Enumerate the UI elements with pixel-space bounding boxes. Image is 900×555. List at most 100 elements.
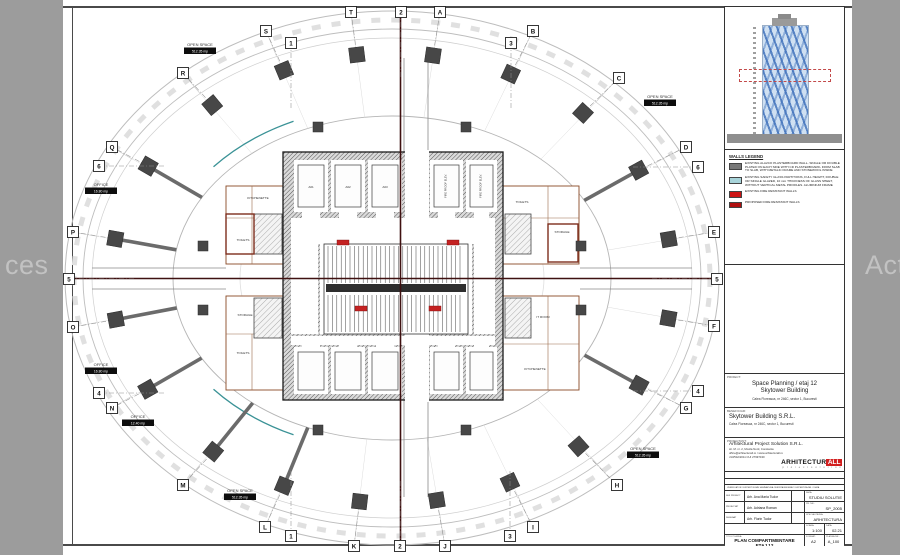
grid-bubble: S — [260, 25, 272, 37]
grid-bubble: 2 — [394, 540, 406, 552]
grid-bubble: H — [611, 479, 623, 491]
svg-text:4: 4 — [97, 390, 101, 397]
role-cell: SEF PROIECT — [725, 491, 745, 502]
svg-text:M: M — [180, 482, 185, 489]
legend-item-text: EXISTING SAFETY GLASS PARTITIONS, FULL H… — [745, 175, 839, 187]
room-label: KITCHENETTE — [524, 367, 546, 371]
svg-text:3: 3 — [508, 533, 512, 540]
grid-bubble: G — [680, 402, 692, 414]
svg-text:R: R — [181, 70, 186, 77]
svg-text:A01: A01 — [308, 185, 314, 189]
name-cell: Arh. Ana Maria Tudor — [745, 491, 792, 502]
svg-text:K: K — [352, 543, 357, 550]
legend-swatch — [729, 177, 742, 184]
legend-item-text: PROPOSED FIRE RESISTANT WALLS — [745, 199, 800, 204]
floor-12-section-marker — [739, 69, 831, 82]
revision-row — [725, 479, 844, 485]
svg-text:OPEN SPACE: OPEN SPACE — [227, 488, 253, 493]
signature-cell — [792, 491, 805, 502]
sheet-title-line2: ETAJ 12 — [755, 543, 774, 546]
sheet-top-border — [63, 6, 852, 8]
signature-cell — [792, 513, 805, 524]
svg-text:N: N — [110, 405, 115, 412]
room-label: KITCHENETTE — [247, 196, 269, 200]
svg-text:512.35 mp: 512.35 mp — [192, 50, 208, 54]
svg-text:16.80 mp: 16.80 mp — [94, 190, 108, 194]
phase-cell: FAZA:STUDIU SOLUTIE — [805, 491, 844, 502]
svg-text:F: F — [712, 323, 716, 330]
svg-text:P: P — [71, 229, 75, 236]
project-label: PROIECT: — [727, 375, 741, 379]
svg-text:A: A — [438, 9, 443, 16]
svg-text:OFFICE: OFFICE — [94, 362, 109, 367]
svg-text:5: 5 — [715, 276, 719, 283]
grid-bubble: 6 — [93, 160, 105, 172]
client-address: Calea Floreasca, nr 246C, sector 1, Bucu… — [729, 422, 794, 426]
grid-bubble: 6 — [692, 161, 704, 173]
legend-item: EXISTING FIRE RESISTANT WALLS — [729, 189, 840, 198]
grid-bubble: 2 — [395, 6, 407, 18]
grid-bubble: F — [708, 320, 720, 332]
room-label: TOILETS — [237, 238, 250, 242]
svg-text:512.35 mp: 512.35 mp — [652, 102, 668, 106]
grid-bubble: Q — [106, 141, 118, 153]
svg-text:512.35 mp: 512.35 mp — [635, 454, 651, 458]
scale-cell: SCARA:1:100 — [805, 524, 825, 535]
client-name: Skytower Building S.R.L. — [729, 414, 796, 420]
office-label: OFFICE 16.80 mp — [85, 182, 117, 194]
architect-line2: office@arhitecturall.ro / www.arhitectur… — [729, 451, 783, 455]
legend-item: EXISTING SAFETY GLASS PARTITIONS, FULL H… — [729, 175, 840, 187]
grid-bubble: 1 — [285, 37, 297, 49]
grid-bubble: D — [680, 141, 692, 153]
grid-bubble: 5 — [63, 273, 75, 285]
empty-row-cell — [725, 524, 805, 535]
table-header-band: VERIFICATOR / EXPERT NUME SEMNATURA CERI… — [725, 485, 844, 491]
svg-text:6: 6 — [696, 164, 700, 171]
signature-cell — [792, 502, 805, 513]
legend-swatch — [729, 201, 742, 209]
grid-bubble: 4 — [93, 387, 105, 399]
workspace-label-left[interactable]: ces — [5, 250, 49, 280]
legend-item-text: EXISTING ALA2CO PLASTERBOARD WALL- SINGL… — [745, 161, 840, 173]
svg-text:A03: A03 — [382, 185, 388, 189]
grid-bubble: 4 — [692, 385, 704, 397]
grid-bubble: K — [348, 540, 360, 552]
project-address: Calea Floreasca, nr 246C, sector 1, Bucu… — [752, 397, 817, 401]
specialty-cell: SPECIALITATEA:ARHITECTURA — [805, 513, 844, 524]
svg-text:6: 6 — [97, 163, 101, 170]
svg-text:4: 4 — [696, 388, 700, 395]
svg-text:H: H — [615, 482, 620, 489]
project-title-line1: Space Planning / etaj 12 — [751, 381, 818, 387]
legend-item: EXISTING ALA2CO PLASTERBOARD WALL- SINGL… — [729, 161, 840, 173]
role-cell: PROIECTAT — [725, 502, 745, 513]
svg-text:5: 5 — [67, 276, 71, 283]
svg-text:C: C — [617, 75, 622, 82]
logo-text-black: ARHITECTUR — [781, 459, 827, 466]
legend-item: PROPOSED FIRE RESISTANT WALLS — [729, 199, 840, 209]
grid-bubble: 3 — [504, 530, 516, 542]
walls-legend: WALLS LEGEND EXISTING ALA2CO PLASTERBOAR… — [725, 149, 844, 264]
svg-text:OFFICE: OFFICE — [94, 182, 109, 187]
grid-bubble: 1 — [285, 530, 297, 542]
svg-text:D: D — [684, 144, 689, 151]
title-block-panel: WALLS LEGEND EXISTING ALA2CO PLASTERBOAR… — [724, 6, 845, 546]
room-label: TOILETS — [516, 200, 529, 204]
legend-swatch — [729, 191, 742, 198]
building-elevation-image — [725, 7, 844, 149]
grid-bubble: R — [177, 67, 189, 79]
logo-tagline: p r o i e c t s o l u t i o n — [782, 466, 842, 469]
room-label: STORAGE — [554, 230, 569, 234]
svg-text:3: 3 — [509, 40, 513, 47]
grid-bubble: T — [345, 6, 357, 18]
activities-label[interactable]: Act — [865, 250, 900, 280]
grid-bubble: A — [434, 6, 446, 18]
grid-bubble: L — [259, 521, 271, 533]
architect-line1: str. M. nr. 2, Movila Nord, Constanta — [729, 447, 774, 451]
architect-label: PROIECTANT: — [727, 439, 747, 443]
grid-bubble: M — [177, 479, 189, 491]
